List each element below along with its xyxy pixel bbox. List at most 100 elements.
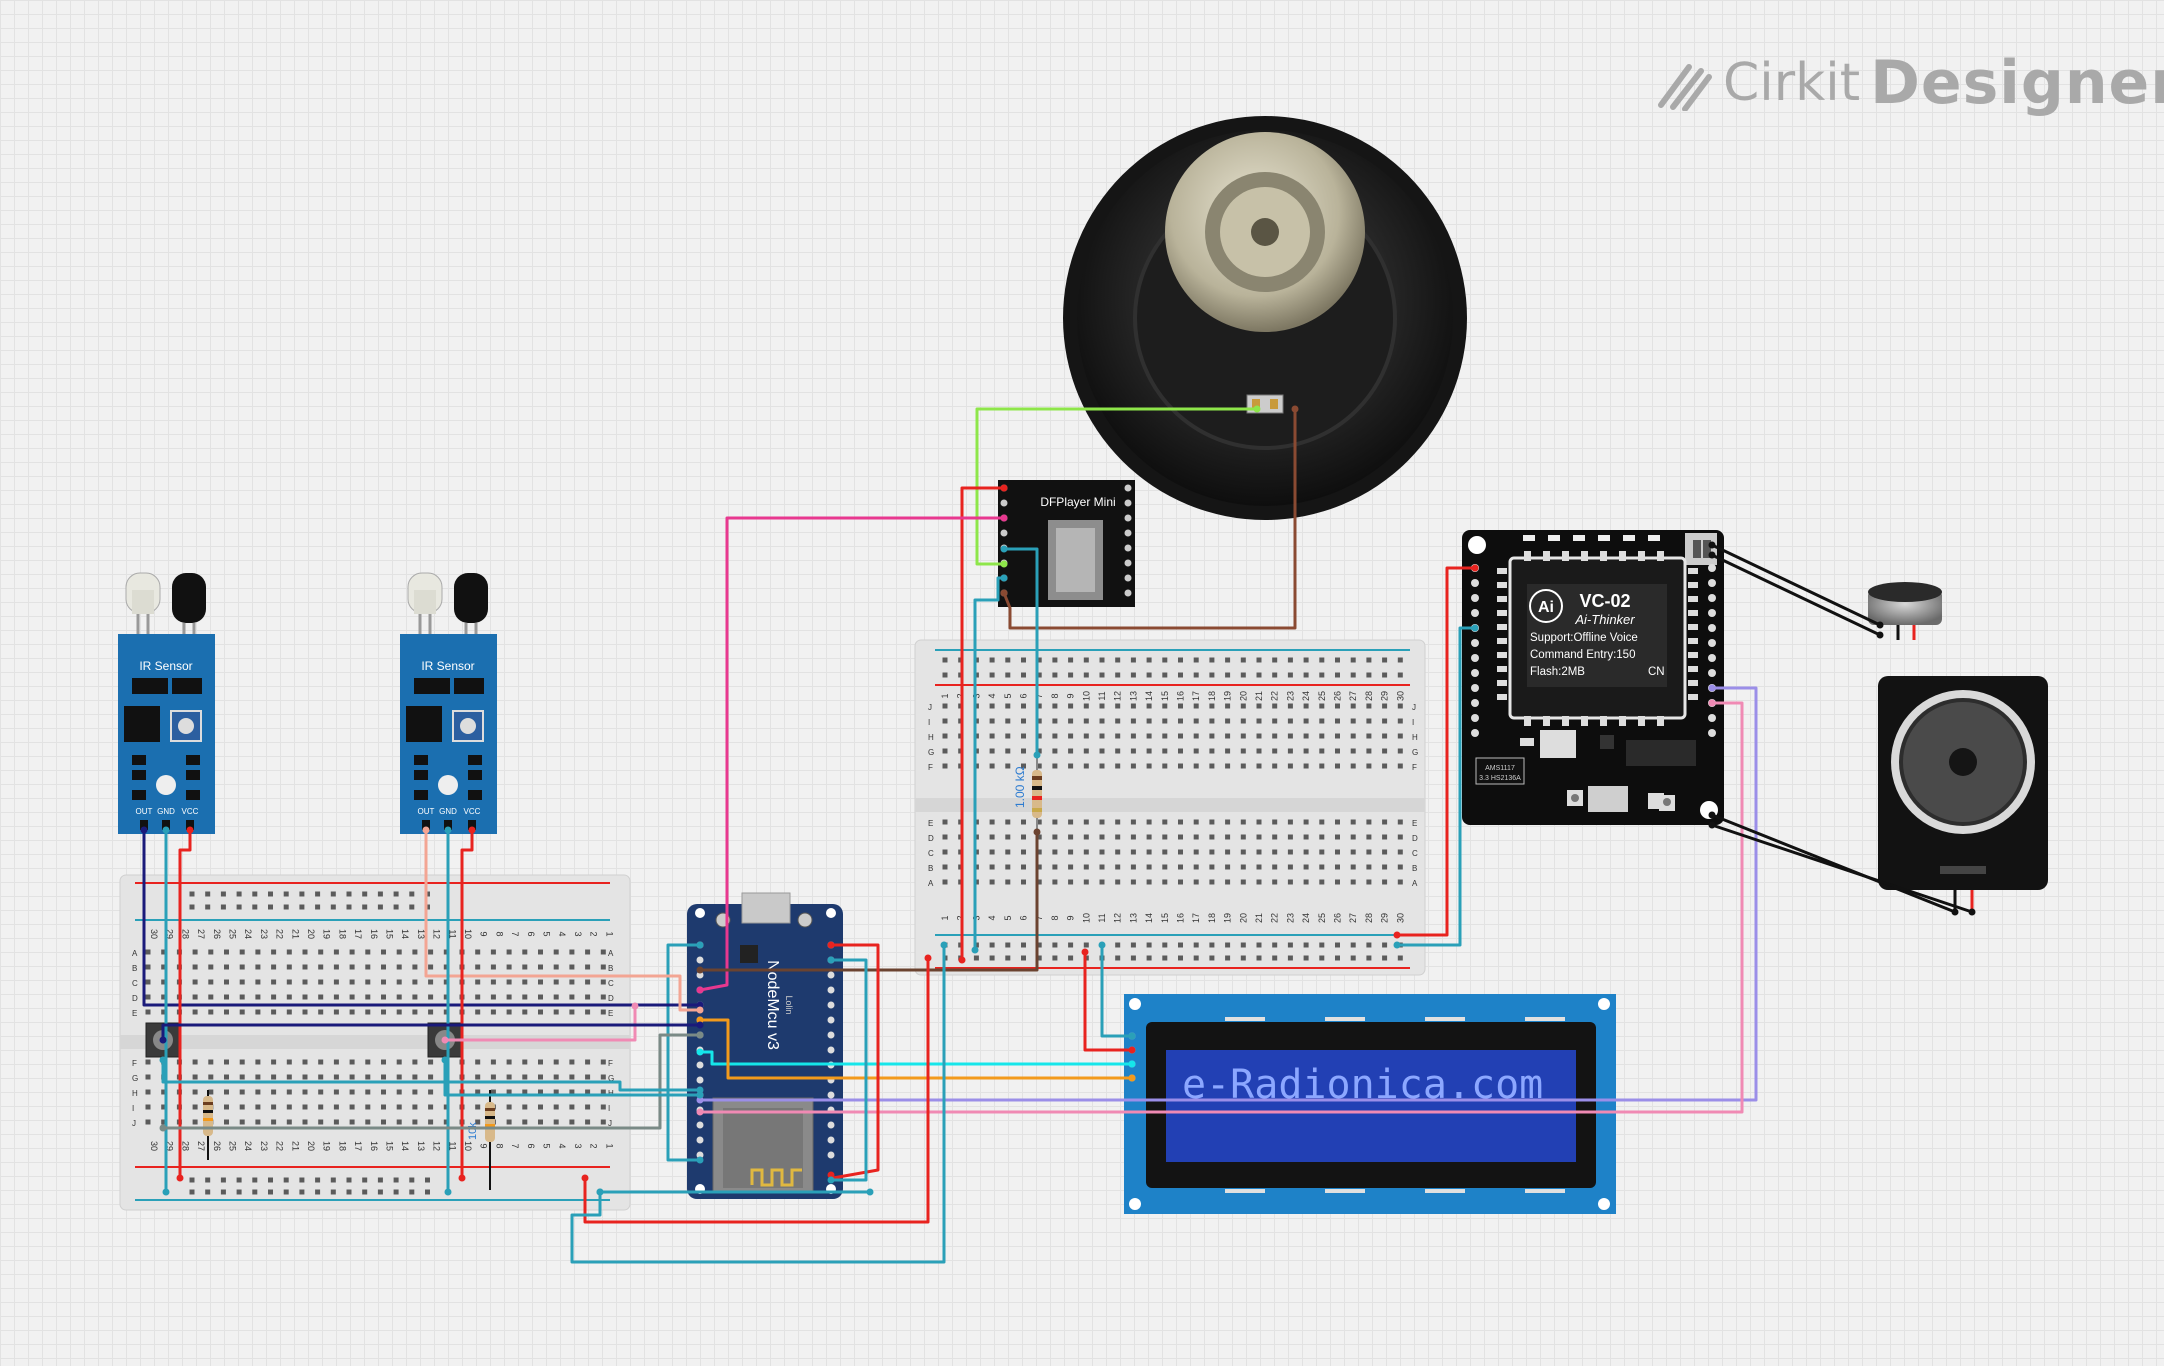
bb-left-num-bottom: 14 <box>400 1141 410 1151</box>
vc02-logo-text: Ai <box>1538 599 1554 616</box>
resistor-left-2-label: 10k <box>467 1122 479 1140</box>
bb-left-num-bottom: 16 <box>369 1141 379 1151</box>
wire-end <box>1876 631 1884 639</box>
wire-end <box>1291 405 1299 413</box>
wire-4 <box>973 576 1006 952</box>
wire-31 <box>161 1058 702 1092</box>
wire-end <box>1393 941 1401 949</box>
resistor-right-board[interactable]: 1.00 kΩ <box>1013 755 1042 832</box>
bb-right-num-bottom: 27 <box>1348 913 1358 923</box>
bb-right-num-top: 25 <box>1317 691 1327 701</box>
bb-left-num-top: 6 <box>526 931 536 936</box>
vc02-region: CN <box>1648 666 1665 678</box>
bb-left-num-bottom: 3 <box>573 1143 583 1148</box>
lcd-16x2[interactable]: e-Radionica.com <box>1124 994 1616 1214</box>
wire-end <box>696 1091 704 1099</box>
nodemcu-board[interactable]: NodeMcu v3 Lolin <box>687 892 843 1199</box>
wire-14 <box>698 1018 1134 1080</box>
bb-left-num-top: 23 <box>259 929 269 939</box>
vc02-title: VC-02 <box>1579 591 1630 611</box>
wire-end <box>827 956 835 964</box>
vc02-module[interactable]: Ai VC-02 Ai-Thinker Support:Offline Voic… <box>1462 530 1724 825</box>
wire-end <box>696 1031 704 1039</box>
wire-end <box>958 956 966 964</box>
bb-right-row-letter: E <box>928 819 933 828</box>
wire-end <box>1128 1074 1136 1082</box>
wire-end <box>1128 1032 1136 1040</box>
bb-left-row-letter: J <box>132 1119 136 1128</box>
microphone[interactable] <box>1868 582 1942 640</box>
wire-end <box>1708 699 1716 707</box>
vc02-top-leds <box>1523 535 1660 541</box>
bb-right-num-top: 9 <box>1066 693 1076 698</box>
bb-left-num-bottom: 26 <box>212 1141 222 1151</box>
bb-right-num-top: 14 <box>1144 691 1154 701</box>
bb-left-num-top: 8 <box>494 931 504 936</box>
bb-left-num-top: 22 <box>275 929 285 939</box>
small-speaker[interactable] <box>1878 676 2048 912</box>
wire-11 <box>1083 950 1134 1052</box>
bb-right-row-letter: F <box>1412 763 1417 772</box>
vc02-pads <box>1497 551 1698 726</box>
bb-right-row-letter: H <box>928 733 934 742</box>
dfplayer-title: DFPlayer Mini <box>1040 495 1115 509</box>
wire-end <box>159 1056 167 1064</box>
bb-left-num-bottom: 28 <box>180 1141 190 1151</box>
wire-1 <box>1002 407 1297 630</box>
bb-right-num-bottom: 12 <box>1113 913 1123 923</box>
wire-13 <box>698 1050 1134 1066</box>
bb-left-row-letter: B <box>608 964 613 973</box>
bb-left-num-top: 11 <box>447 929 457 938</box>
large-speaker[interactable] <box>1063 116 1467 520</box>
ir-sensor-1[interactable]: IR Sensor OUT GND VCC <box>118 572 215 834</box>
bb-left-num-bottom: 11 <box>447 1141 457 1150</box>
wire-end <box>1393 931 1401 939</box>
bb-left-num-top: 15 <box>385 929 395 939</box>
bb-right-num-top: 26 <box>1333 691 1343 701</box>
bb-right-num-bottom: 19 <box>1223 913 1233 923</box>
wire-end <box>444 826 452 834</box>
wire-end <box>1000 560 1008 568</box>
bb-left-num-bottom: 25 <box>228 1141 238 1151</box>
bb-right-row-letter: J <box>928 703 932 712</box>
resistor-left-1[interactable] <box>203 1090 213 1160</box>
wire-17 <box>666 943 702 1162</box>
vc02-flash: Flash:2MB <box>1530 666 1585 678</box>
wire-end <box>1098 941 1106 949</box>
wire-end <box>1471 624 1479 632</box>
wire-end <box>696 1048 704 1056</box>
wire-end <box>696 1006 704 1014</box>
wire-end <box>1000 545 1008 553</box>
wire-end <box>1708 811 1716 819</box>
bb-right-row-letter: D <box>928 834 934 843</box>
vc02-brand: Ai-Thinker <box>1574 612 1635 627</box>
wire-end <box>940 941 948 949</box>
wire-28 <box>161 1023 702 1042</box>
resistor-left-2[interactable]: 10k <box>467 1090 495 1190</box>
wires[interactable] <box>142 407 1974 1264</box>
bb-right-num-bottom: 21 <box>1254 913 1264 923</box>
bb-right-row-letter: C <box>1412 849 1418 858</box>
wire-end <box>422 826 430 834</box>
bb-right-num-top: 20 <box>1238 691 1248 701</box>
bb-left-num-bottom: 8 <box>494 1143 504 1148</box>
wire-end <box>696 1108 704 1116</box>
ir-sensor-1-pin-out: OUT <box>136 807 153 816</box>
bb-left-num-top: 26 <box>212 929 222 939</box>
bb-left-row-letter: J <box>608 1119 612 1128</box>
wire-end <box>159 1036 167 1044</box>
bb-left-num-bottom: 13 <box>416 1141 426 1151</box>
wire-end <box>1033 751 1041 759</box>
bb-right-num-top: 12 <box>1113 691 1123 701</box>
bb-right-num-top: 6 <box>1019 693 1029 698</box>
ir-sensor-2[interactable]: IR Sensor OUT GND VCC <box>400 572 497 834</box>
bb-left-num-bottom: 30 <box>149 1141 159 1151</box>
dfplayer-mini[interactable]: DFPlayer Mini <box>998 480 1135 607</box>
wire-end <box>631 1002 639 1010</box>
wire-23 <box>178 828 192 1180</box>
wire-end <box>696 1096 704 1104</box>
bb-left-num-top: 3 <box>573 931 583 936</box>
bb-right-num-bottom: 17 <box>1191 913 1201 923</box>
wire-end <box>1253 405 1261 413</box>
